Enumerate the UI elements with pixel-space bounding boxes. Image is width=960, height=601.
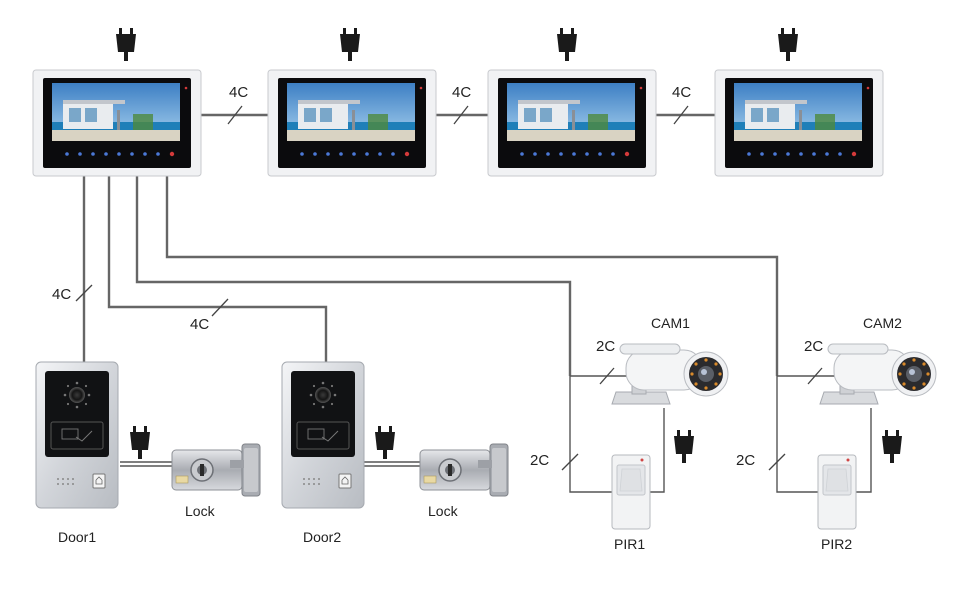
wire-tick: [599, 367, 615, 385]
indoor-monitor-2: [267, 69, 437, 177]
pir2-power-wire: [856, 408, 872, 493]
wire-label-monitor-link-1: 4C: [229, 84, 248, 101]
label-door1: Door1: [58, 529, 96, 545]
wire-tick: [227, 105, 243, 125]
label-door2: Door2: [303, 529, 341, 545]
wire-tick: [453, 105, 469, 125]
cam2-bus-wire: [165, 176, 779, 376]
pir2-wire: [776, 376, 818, 493]
wire-label-monitor-link-2: 4C: [452, 84, 471, 101]
pir-sensor-2: [817, 454, 857, 530]
wire-label-pir2: 2C: [736, 452, 755, 469]
wire-tick: [807, 367, 823, 385]
power-adapter-icon: [557, 28, 577, 61]
wire-tick: [768, 453, 786, 471]
indoor-monitor-3: [487, 69, 657, 177]
label-pir1: PIR1: [614, 536, 645, 552]
wire-tick: [75, 284, 93, 302]
power-adapter-icon: [116, 28, 136, 61]
door2-wire: [107, 176, 328, 362]
label-lock1: Lock: [185, 503, 216, 519]
power-adapter-icon: [130, 426, 150, 459]
wire-tick: [673, 105, 689, 125]
pir-sensor-1: [611, 454, 651, 530]
wire-tick: [561, 453, 579, 471]
electric-lock-2: [419, 443, 509, 497]
power-adapter-icon: [674, 430, 694, 463]
label-pir2: PIR2: [821, 536, 852, 552]
pir1-power-wire: [650, 408, 665, 493]
power-adapter-icon: [340, 28, 360, 61]
wire-label-cam1: 2C: [596, 338, 615, 355]
bullet-camera-1: [611, 343, 729, 405]
power-adapter-icon: [778, 28, 798, 61]
label-cam1: CAM1: [651, 315, 690, 331]
wire-label-pir1: 2C: [530, 452, 549, 469]
power-adapter-icon: [882, 430, 902, 463]
wiring: [75, 105, 872, 493]
label-cam2: CAM2: [863, 315, 902, 331]
indoor-monitor-4: [714, 69, 884, 177]
indoor-monitor-1: [32, 69, 202, 177]
wire-label-door2: 4C: [190, 316, 209, 333]
cam1-bus-wire: [135, 176, 572, 376]
door-station-2: [281, 361, 365, 509]
label-lock2: Lock: [428, 503, 459, 519]
wire-label-door1: 4C: [52, 286, 71, 303]
electric-lock-1: [171, 443, 261, 497]
bullet-camera-2: [819, 343, 937, 405]
door-station-1: [35, 361, 119, 509]
pir1-wire: [569, 376, 612, 493]
wire-label-cam2: 2C: [804, 338, 823, 355]
power-adapter-icon: [375, 426, 395, 459]
wire-tick: [211, 298, 229, 317]
wire-label-monitor-link-3: 4C: [672, 84, 691, 101]
